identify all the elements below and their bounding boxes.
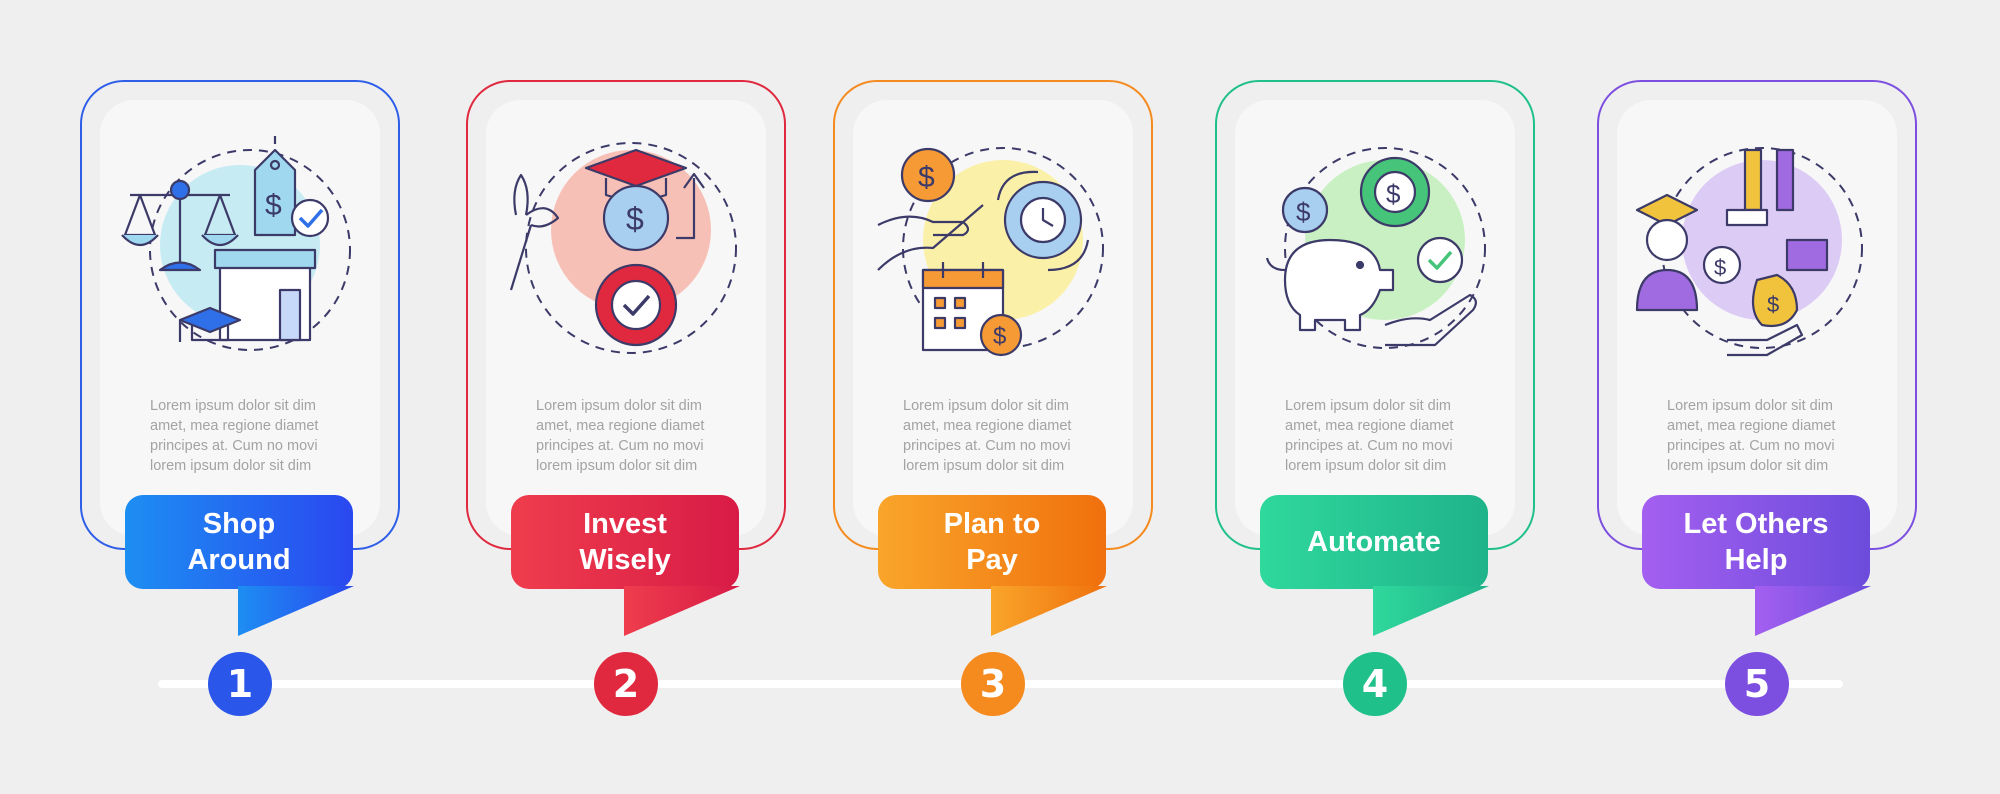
svg-text:$: $ bbox=[265, 189, 282, 222]
step-description: Lorem ipsum dolor sit dim amet, mea regi… bbox=[903, 398, 1072, 474]
step-label: Automate bbox=[1260, 495, 1488, 589]
step-description: Lorem ipsum dolor sit dim amet, mea regi… bbox=[536, 398, 705, 474]
step-5: $ $ Lorem ipsum dolor sit dim amet, mea … bbox=[1597, 0, 1927, 794]
step-number-badge: 2 bbox=[594, 652, 658, 716]
svg-text:$: $ bbox=[918, 161, 935, 194]
step-1: $ Lorem ipsum dolor sit dim amet, mea re… bbox=[80, 0, 410, 794]
step-label: Shop Around bbox=[125, 495, 353, 589]
step-label: Plan to Pay bbox=[878, 495, 1106, 589]
svg-text:$: $ bbox=[1296, 197, 1311, 227]
helping-hands-graduate-icon: $ $ bbox=[1635, 147, 1863, 357]
label-pointer bbox=[1755, 586, 1871, 636]
svg-text:$: $ bbox=[1386, 179, 1401, 209]
coin-hand-clock-calendar-icon: $ $ bbox=[877, 147, 1104, 357]
label-pointer bbox=[624, 586, 740, 636]
label-pointer bbox=[991, 586, 1107, 636]
step-number-badge: 1 bbox=[208, 652, 272, 716]
step-3: $ $ Lorem ipsum dolor sit dim am bbox=[833, 0, 1163, 794]
step-number-badge: 5 bbox=[1725, 652, 1789, 716]
svg-text:$: $ bbox=[993, 323, 1006, 350]
step-2: $ Lorem ipsum dolor sit dim amet, mea re… bbox=[466, 0, 796, 794]
step-4: $ $ Lorem ipsum dolor sit dim amet, mea … bbox=[1215, 0, 1545, 794]
step-description: Lorem ipsum dolor sit dim amet, mea regi… bbox=[1667, 398, 1836, 474]
label-pointer bbox=[238, 586, 354, 636]
step-number-badge: 3 bbox=[961, 652, 1025, 716]
svg-text:$: $ bbox=[1767, 292, 1779, 317]
graduation-coin-gear-icon: $ bbox=[509, 142, 737, 354]
label-pointer bbox=[1373, 586, 1489, 636]
step-description: Lorem ipsum dolor sit dim amet, mea regi… bbox=[1285, 398, 1454, 474]
svg-text:$: $ bbox=[626, 201, 644, 237]
step-description: Lorem ipsum dolor sit dim amet, mea regi… bbox=[150, 398, 319, 474]
step-label: Let Others Help bbox=[1642, 495, 1870, 589]
svg-text:$: $ bbox=[1714, 255, 1726, 280]
scales-price-tag-store-icon: $ bbox=[121, 136, 351, 351]
step-number-badge: 4 bbox=[1343, 652, 1407, 716]
step-label: Invest Wisely bbox=[511, 495, 739, 589]
piggy-bank-gear-check-icon: $ $ bbox=[1265, 147, 1486, 349]
